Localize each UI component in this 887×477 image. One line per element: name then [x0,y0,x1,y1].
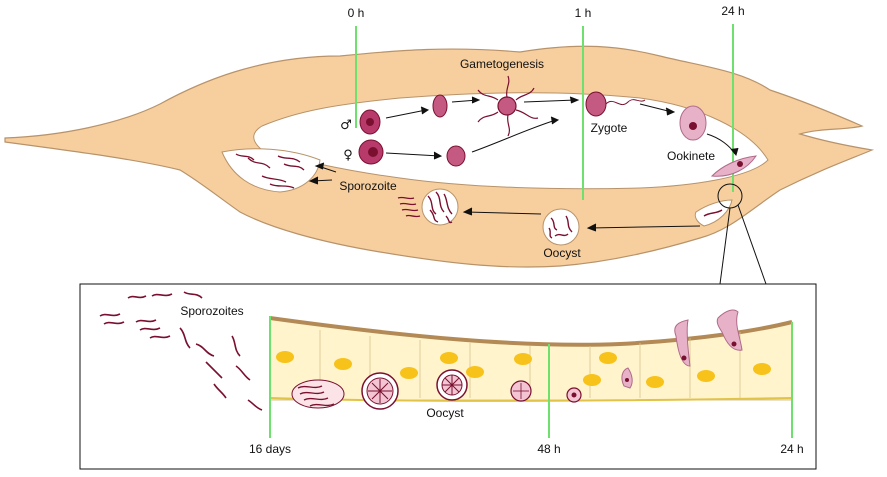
ookinete-wall-cell [703,209,723,217]
timepoint-24h: 24 h [721,4,744,18]
inset-timelines [269,316,793,438]
label-zygote: Zygote [591,121,628,135]
label-oocyst: Oocyst [543,246,581,260]
midgut-epithelium [269,316,793,402]
oocyst-young-cell [542,208,580,246]
male-gametocyte-cell [359,109,381,135]
inset-free-sporozoites [99,291,263,411]
inset-timepoint-16-days: 16 days [249,442,291,456]
inset-oocyst-medium [436,369,468,401]
timepoint-1h: 1 h [575,6,592,20]
label-gametogenesis: Gametogenesis [460,57,544,71]
female-symbol: ♀ [343,148,353,163]
inset-oocyst-bursting [291,379,345,409]
zoom-indicator [717,183,767,285]
zygote-cell [585,91,646,117]
inset-ookinete-entering [716,309,743,351]
inset-ookinete-migrating [621,367,633,389]
male-gamete-cell [432,94,448,118]
inset-ookinete-invading [674,319,691,367]
released-sporozoites-cluster [397,196,421,218]
lifecycle-arrows [308,96,739,232]
inset-oocyst-early [566,387,582,403]
label-sporozoite: Sporozoite [339,179,397,193]
inset-oocyst-large [361,372,399,410]
inset-oocyst-small [510,380,532,402]
label-ookinete: Ookinete [667,149,715,163]
female-gametocyte-cell [358,139,384,165]
timepoint-0h: 0 h [348,6,365,20]
inset-timepoint-48h: 48 h [537,442,560,456]
female-gamete-cell [446,145,466,167]
oocyst-mature-cell [421,188,459,226]
ookinete-penetrating-cell [710,155,758,177]
male-symbol: ♂ [340,118,352,133]
inset-label-sporozoites: Sporozoites [180,304,243,318]
sporozoites-in-pocket [235,153,305,189]
ookinete-cell [679,105,707,141]
exflagellating-gamete-cell [477,75,539,137]
inset-timepoint-24h: 24 h [780,442,803,456]
inset-label-oocyst: Oocyst [426,406,464,420]
